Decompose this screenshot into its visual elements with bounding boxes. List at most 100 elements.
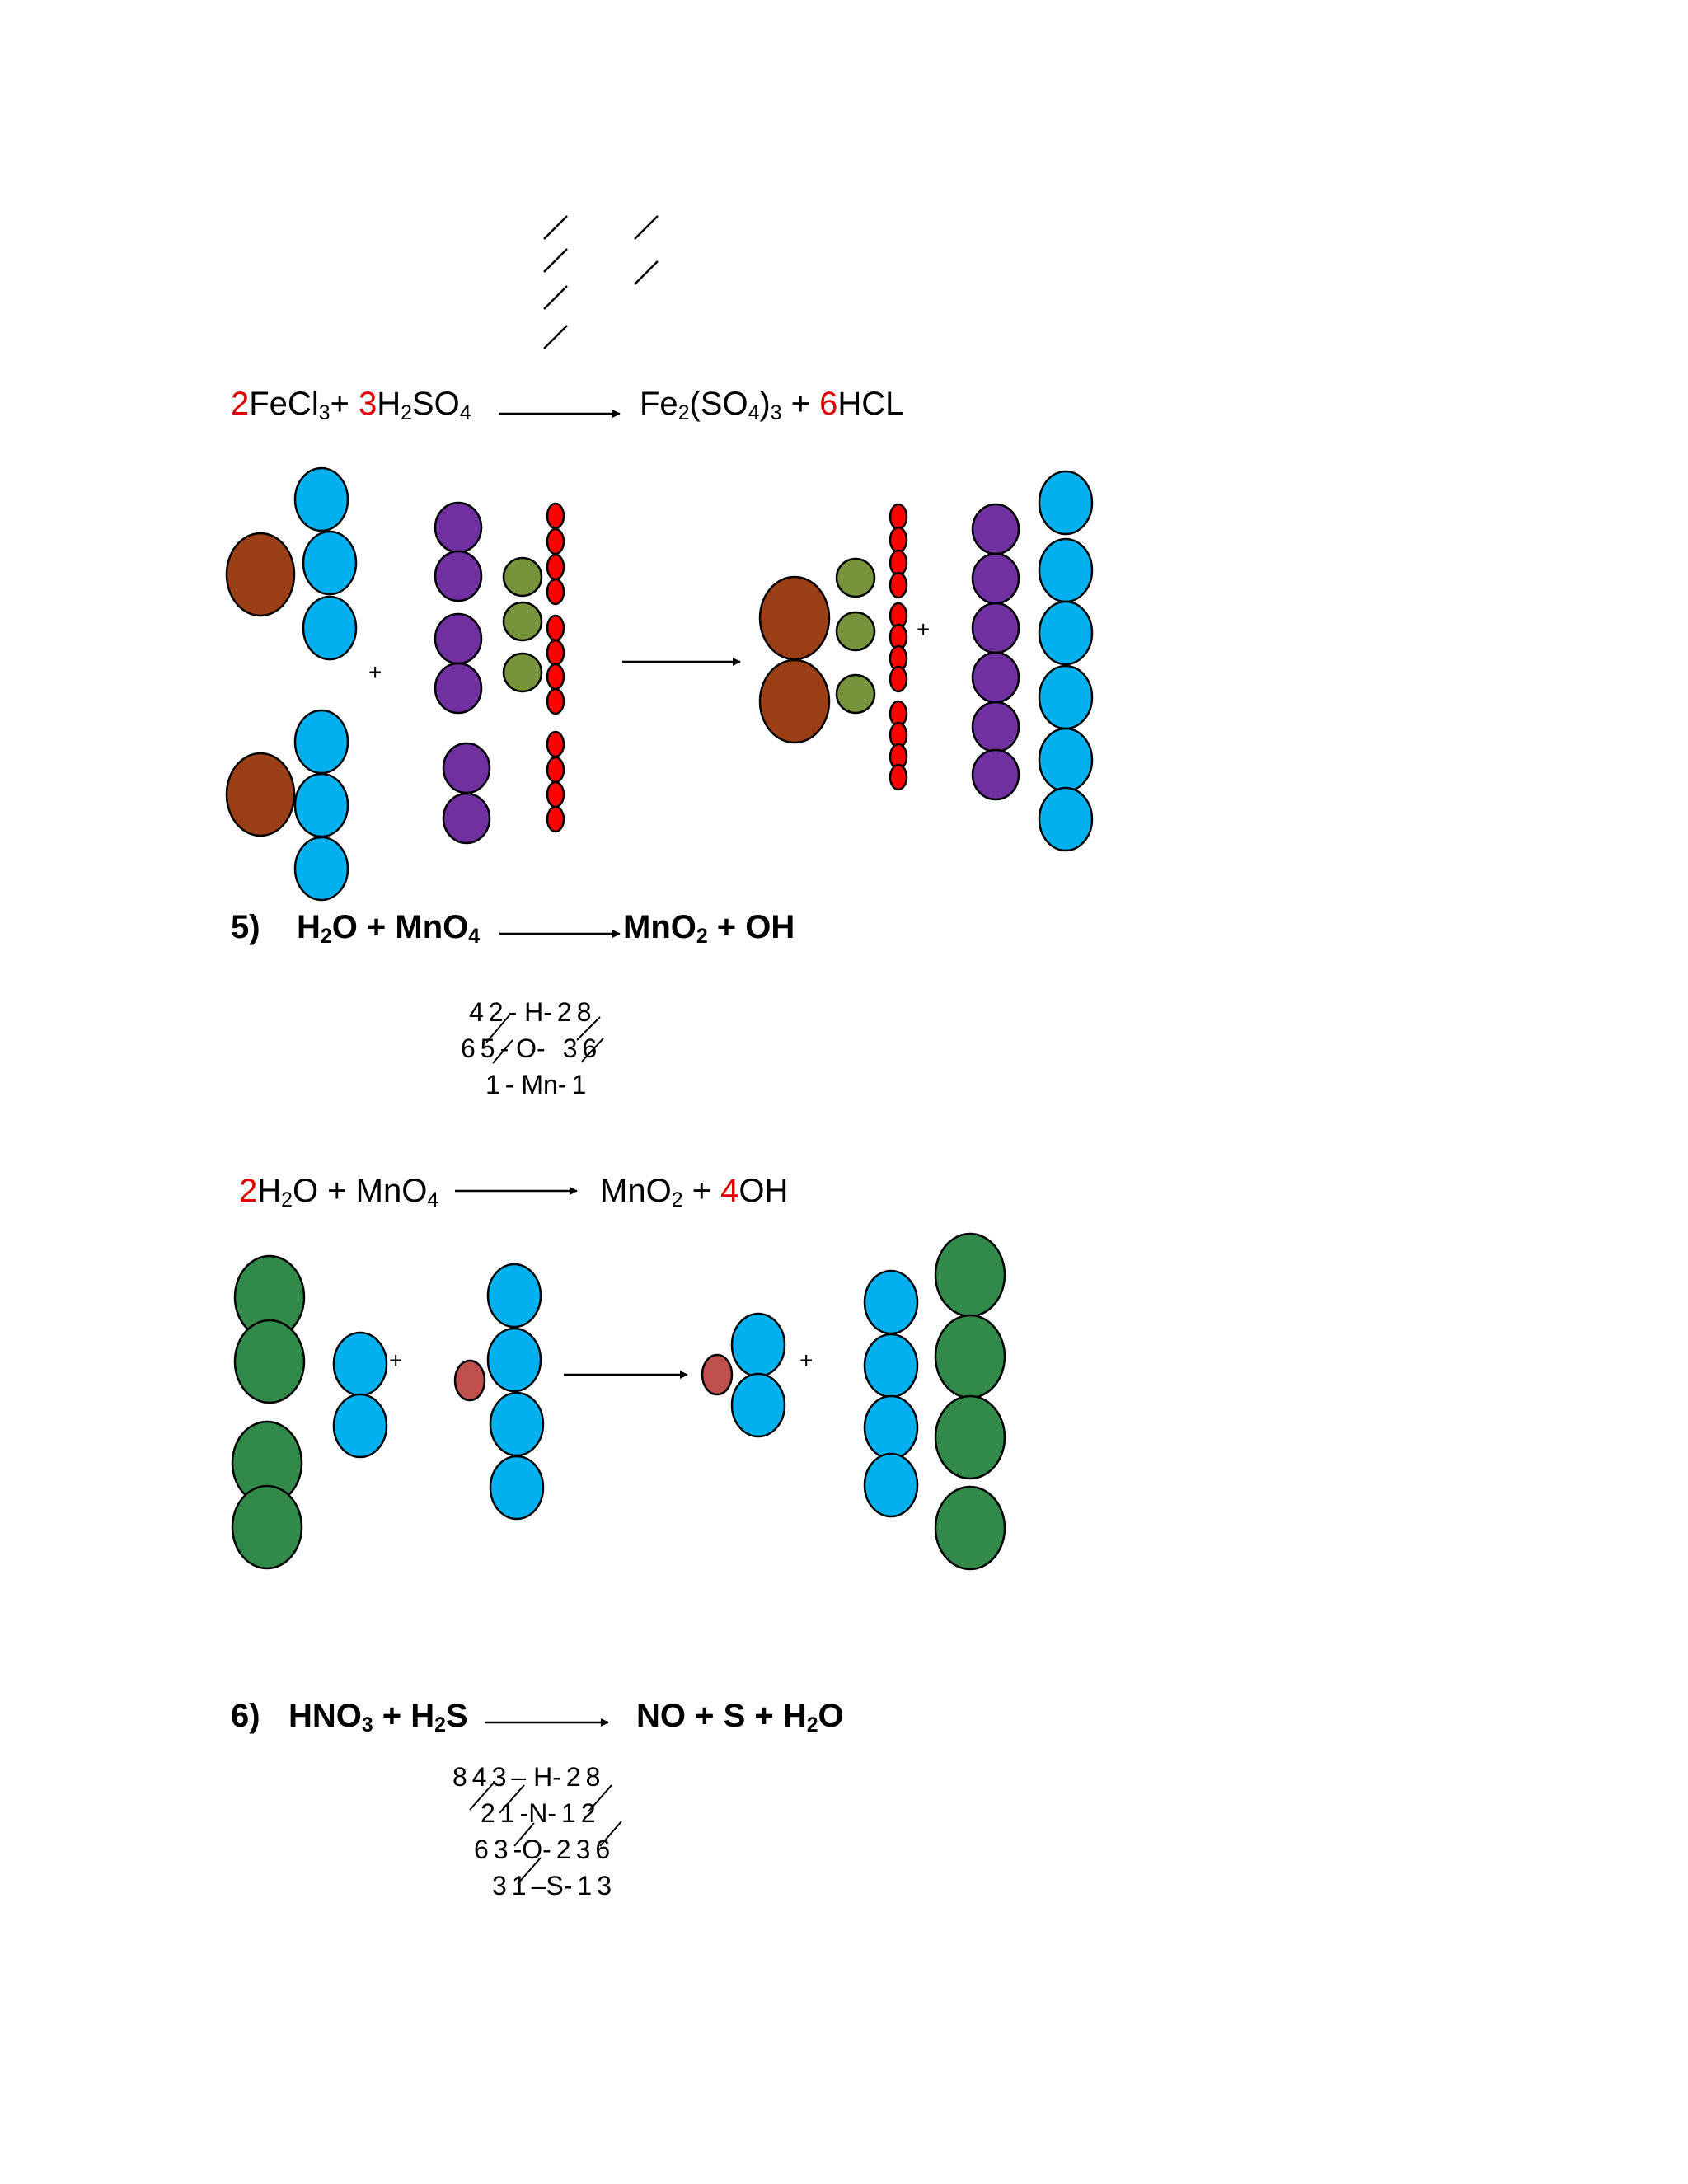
formula-h: H	[297, 909, 321, 945]
blue-atom	[489, 1455, 545, 1521]
sulfur-atom	[434, 550, 483, 602]
formula-o-mno: O + MnO	[292, 1173, 428, 1209]
sulfur-atom	[434, 662, 483, 715]
water-atom	[233, 1319, 306, 1404]
count: 3	[492, 1871, 507, 1900]
formula-o-mno: O + MnO	[331, 909, 469, 945]
blue-atom	[486, 1263, 542, 1329]
count: 6	[461, 1033, 476, 1063]
count: 4	[471, 1762, 487, 1792]
element-label: - Mn-	[504, 1070, 567, 1099]
oxygen-atom	[835, 557, 876, 598]
formula-h: H	[377, 386, 401, 422]
count: 1	[499, 1798, 515, 1828]
element-label: –S-	[531, 1871, 573, 1900]
oxygen-atom	[502, 556, 543, 598]
count: 3	[493, 1835, 509, 1864]
subscript: 2	[320, 926, 332, 949]
formula-so: SO	[411, 386, 460, 422]
oxygen-atom	[502, 601, 543, 642]
equation-6-reactants: HNO3 + H2S	[288, 1699, 468, 1736]
water-atom	[231, 1484, 303, 1570]
count: 1	[485, 1070, 500, 1099]
equation-6-products: NO + S + H2O	[636, 1699, 844, 1736]
water-atom	[934, 1485, 1006, 1571]
element-label: -N-	[519, 1798, 557, 1828]
hydrogen-atom	[546, 578, 565, 606]
formula-h: H	[257, 1173, 282, 1209]
hydrogen-atom	[889, 665, 908, 693]
count: 8	[585, 1762, 601, 1792]
plus-sign: +	[682, 1173, 721, 1209]
blue-atom	[332, 1393, 388, 1459]
count: 1	[561, 1798, 576, 1828]
subscript: 2	[806, 1714, 818, 1737]
chlorine-atom	[302, 530, 358, 596]
count: 6	[595, 1835, 611, 1864]
formula-mno: MnO	[623, 909, 696, 945]
hydrogen-atom	[546, 805, 565, 833]
subscript: 2	[671, 1189, 683, 1212]
manganese-atom	[701, 1353, 734, 1396]
formula-no-s-h: NO + S + H	[636, 1698, 807, 1734]
subscript: 4	[468, 926, 481, 949]
element-label: - H-	[508, 997, 552, 1027]
sulfur-atom	[971, 748, 1020, 801]
plus-sign: +	[917, 616, 931, 642]
count: 8	[452, 1762, 467, 1792]
equation-5-products: MnO2 + OH	[623, 911, 795, 948]
formula-so: (SO	[689, 386, 748, 422]
equation-1-products: Fe2(SO4)3 + 6HCL	[640, 387, 903, 424]
hydrogen-atom	[889, 571, 908, 599]
hydrogen-atom	[546, 687, 565, 715]
chlorine-atom	[302, 595, 358, 661]
chlorine-atom	[1038, 470, 1094, 536]
plus-sign: +	[368, 659, 382, 685]
count: 3	[491, 1762, 507, 1792]
element-label: – H-	[511, 1762, 561, 1792]
iron-atom	[225, 752, 296, 837]
subscript: 2	[696, 926, 708, 949]
subscript: 4	[427, 1189, 439, 1212]
count: 2	[481, 1798, 495, 1828]
equation-6-label: 6)	[231, 1698, 260, 1734]
count: 2	[556, 997, 572, 1027]
blue-atom	[863, 1452, 919, 1518]
oxygen-atom	[502, 652, 543, 693]
equation-5-label: 5)	[231, 909, 260, 945]
coefficient: 3	[358, 386, 377, 422]
iron-atom	[225, 532, 296, 617]
atom-tally-row-mn: 1- Mn-1	[483, 1071, 588, 1098]
chlorine-atom	[1038, 786, 1094, 852]
formula-fecl: FeCl	[249, 386, 319, 422]
chlorine-atom	[1038, 600, 1094, 666]
count: 1	[577, 1871, 593, 1900]
blue-atom	[486, 1327, 542, 1393]
formula-fe: Fe	[640, 386, 678, 422]
equation-5b-products: MnO2 + 4OH	[600, 1174, 788, 1212]
count: 5	[480, 1033, 495, 1063]
element-label: - O-	[499, 1033, 546, 1063]
count: 4	[469, 997, 484, 1027]
iron-atom	[758, 658, 831, 744]
coefficient: 2	[239, 1173, 258, 1209]
subscript: 2	[401, 402, 412, 425]
equation-5b-reactants: 2H2O + MnO4	[239, 1174, 438, 1212]
subscript: 3	[318, 402, 331, 425]
plus-sign: +	[330, 386, 359, 422]
oxygen-atom	[835, 673, 876, 715]
coefficient: 2	[231, 386, 250, 422]
count: 3	[575, 1835, 591, 1864]
count: 3	[597, 1871, 612, 1900]
chlorine-atom	[293, 466, 349, 532]
count: 3	[562, 1033, 578, 1063]
